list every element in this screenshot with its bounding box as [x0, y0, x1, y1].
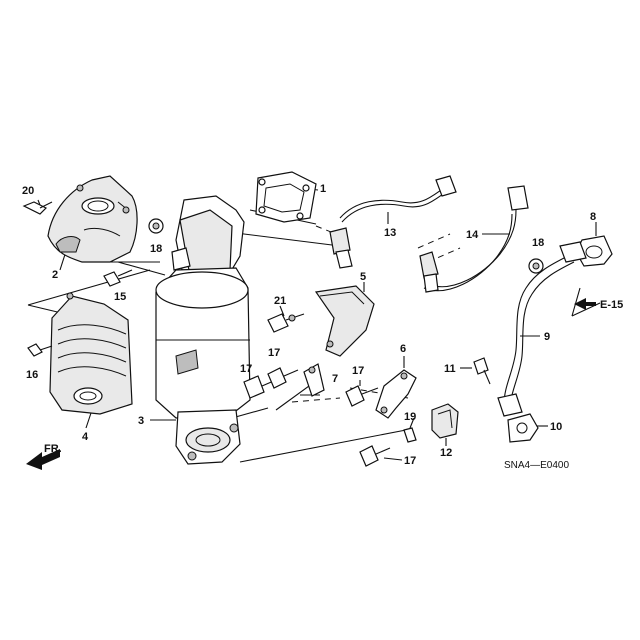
callout-17-b: 17	[268, 347, 280, 359]
bolt-19	[403, 417, 417, 443]
egr-pipe-9	[497, 241, 587, 417]
callout-1: 1	[320, 183, 326, 195]
bolt-21	[267, 313, 305, 333]
callout-13: 13	[384, 227, 396, 239]
gasket-10	[507, 413, 539, 443]
callout-17-a: 17	[240, 363, 252, 375]
bolt-20	[22, 201, 53, 215]
callout-7: 7	[332, 373, 338, 385]
callout-numbers: 1 2 3 4 5 6 7 8 9 10 11 12 13 14 15 16 1…	[22, 183, 596, 467]
catalytic-converter-3	[155, 195, 251, 465]
bolt-17-c	[345, 385, 379, 407]
callout-4: 4	[82, 431, 89, 443]
callout-20: 20	[22, 185, 34, 197]
callout-18-right: 18	[532, 237, 544, 249]
callout-2: 2	[52, 269, 58, 281]
bracket-7	[303, 363, 325, 397]
callout-17-c: 17	[352, 365, 364, 377]
bolt-11	[473, 357, 491, 385]
bolt-17-d	[359, 445, 391, 467]
callout-15: 15	[114, 291, 126, 303]
lower-heat-shield-4	[49, 292, 133, 415]
callout-8: 8	[590, 211, 596, 223]
callout-10: 10	[550, 421, 562, 433]
oxygen-sensor-14	[419, 185, 529, 293]
nut-18-right	[528, 258, 544, 274]
bolt-15	[103, 269, 133, 287]
callout-3: 3	[138, 415, 144, 427]
callout-9: 9	[544, 331, 550, 343]
oxygen-sensor-13	[329, 175, 457, 269]
bracket-6	[375, 369, 417, 419]
callout-5: 5	[360, 271, 366, 283]
front-direction-label: FR.	[44, 443, 62, 455]
callout-14: 14	[466, 229, 479, 241]
callout-17-d: 17	[404, 455, 416, 467]
callout-16: 16	[26, 369, 38, 381]
callout-11: 11	[444, 363, 456, 375]
ref-e15-label: E-15	[600, 299, 623, 311]
ref-e15: E-15	[574, 298, 623, 311]
diagram-code: SNA4—E0400	[504, 460, 569, 471]
callout-12: 12	[440, 447, 452, 459]
gasket-1	[255, 171, 317, 223]
front-direction-arrow: FR.	[26, 443, 62, 470]
callout-18-left: 18	[150, 243, 162, 255]
callout-6: 6	[400, 343, 406, 355]
bracket-5	[314, 285, 375, 357]
callout-21: 21	[274, 295, 286, 307]
clip-12	[431, 403, 459, 439]
bolt-17-b	[267, 367, 299, 389]
upper-heat-shield-2	[47, 175, 138, 263]
bolt-16	[27, 343, 53, 357]
nut-18-left	[148, 218, 164, 234]
callout-19: 19	[404, 411, 416, 423]
